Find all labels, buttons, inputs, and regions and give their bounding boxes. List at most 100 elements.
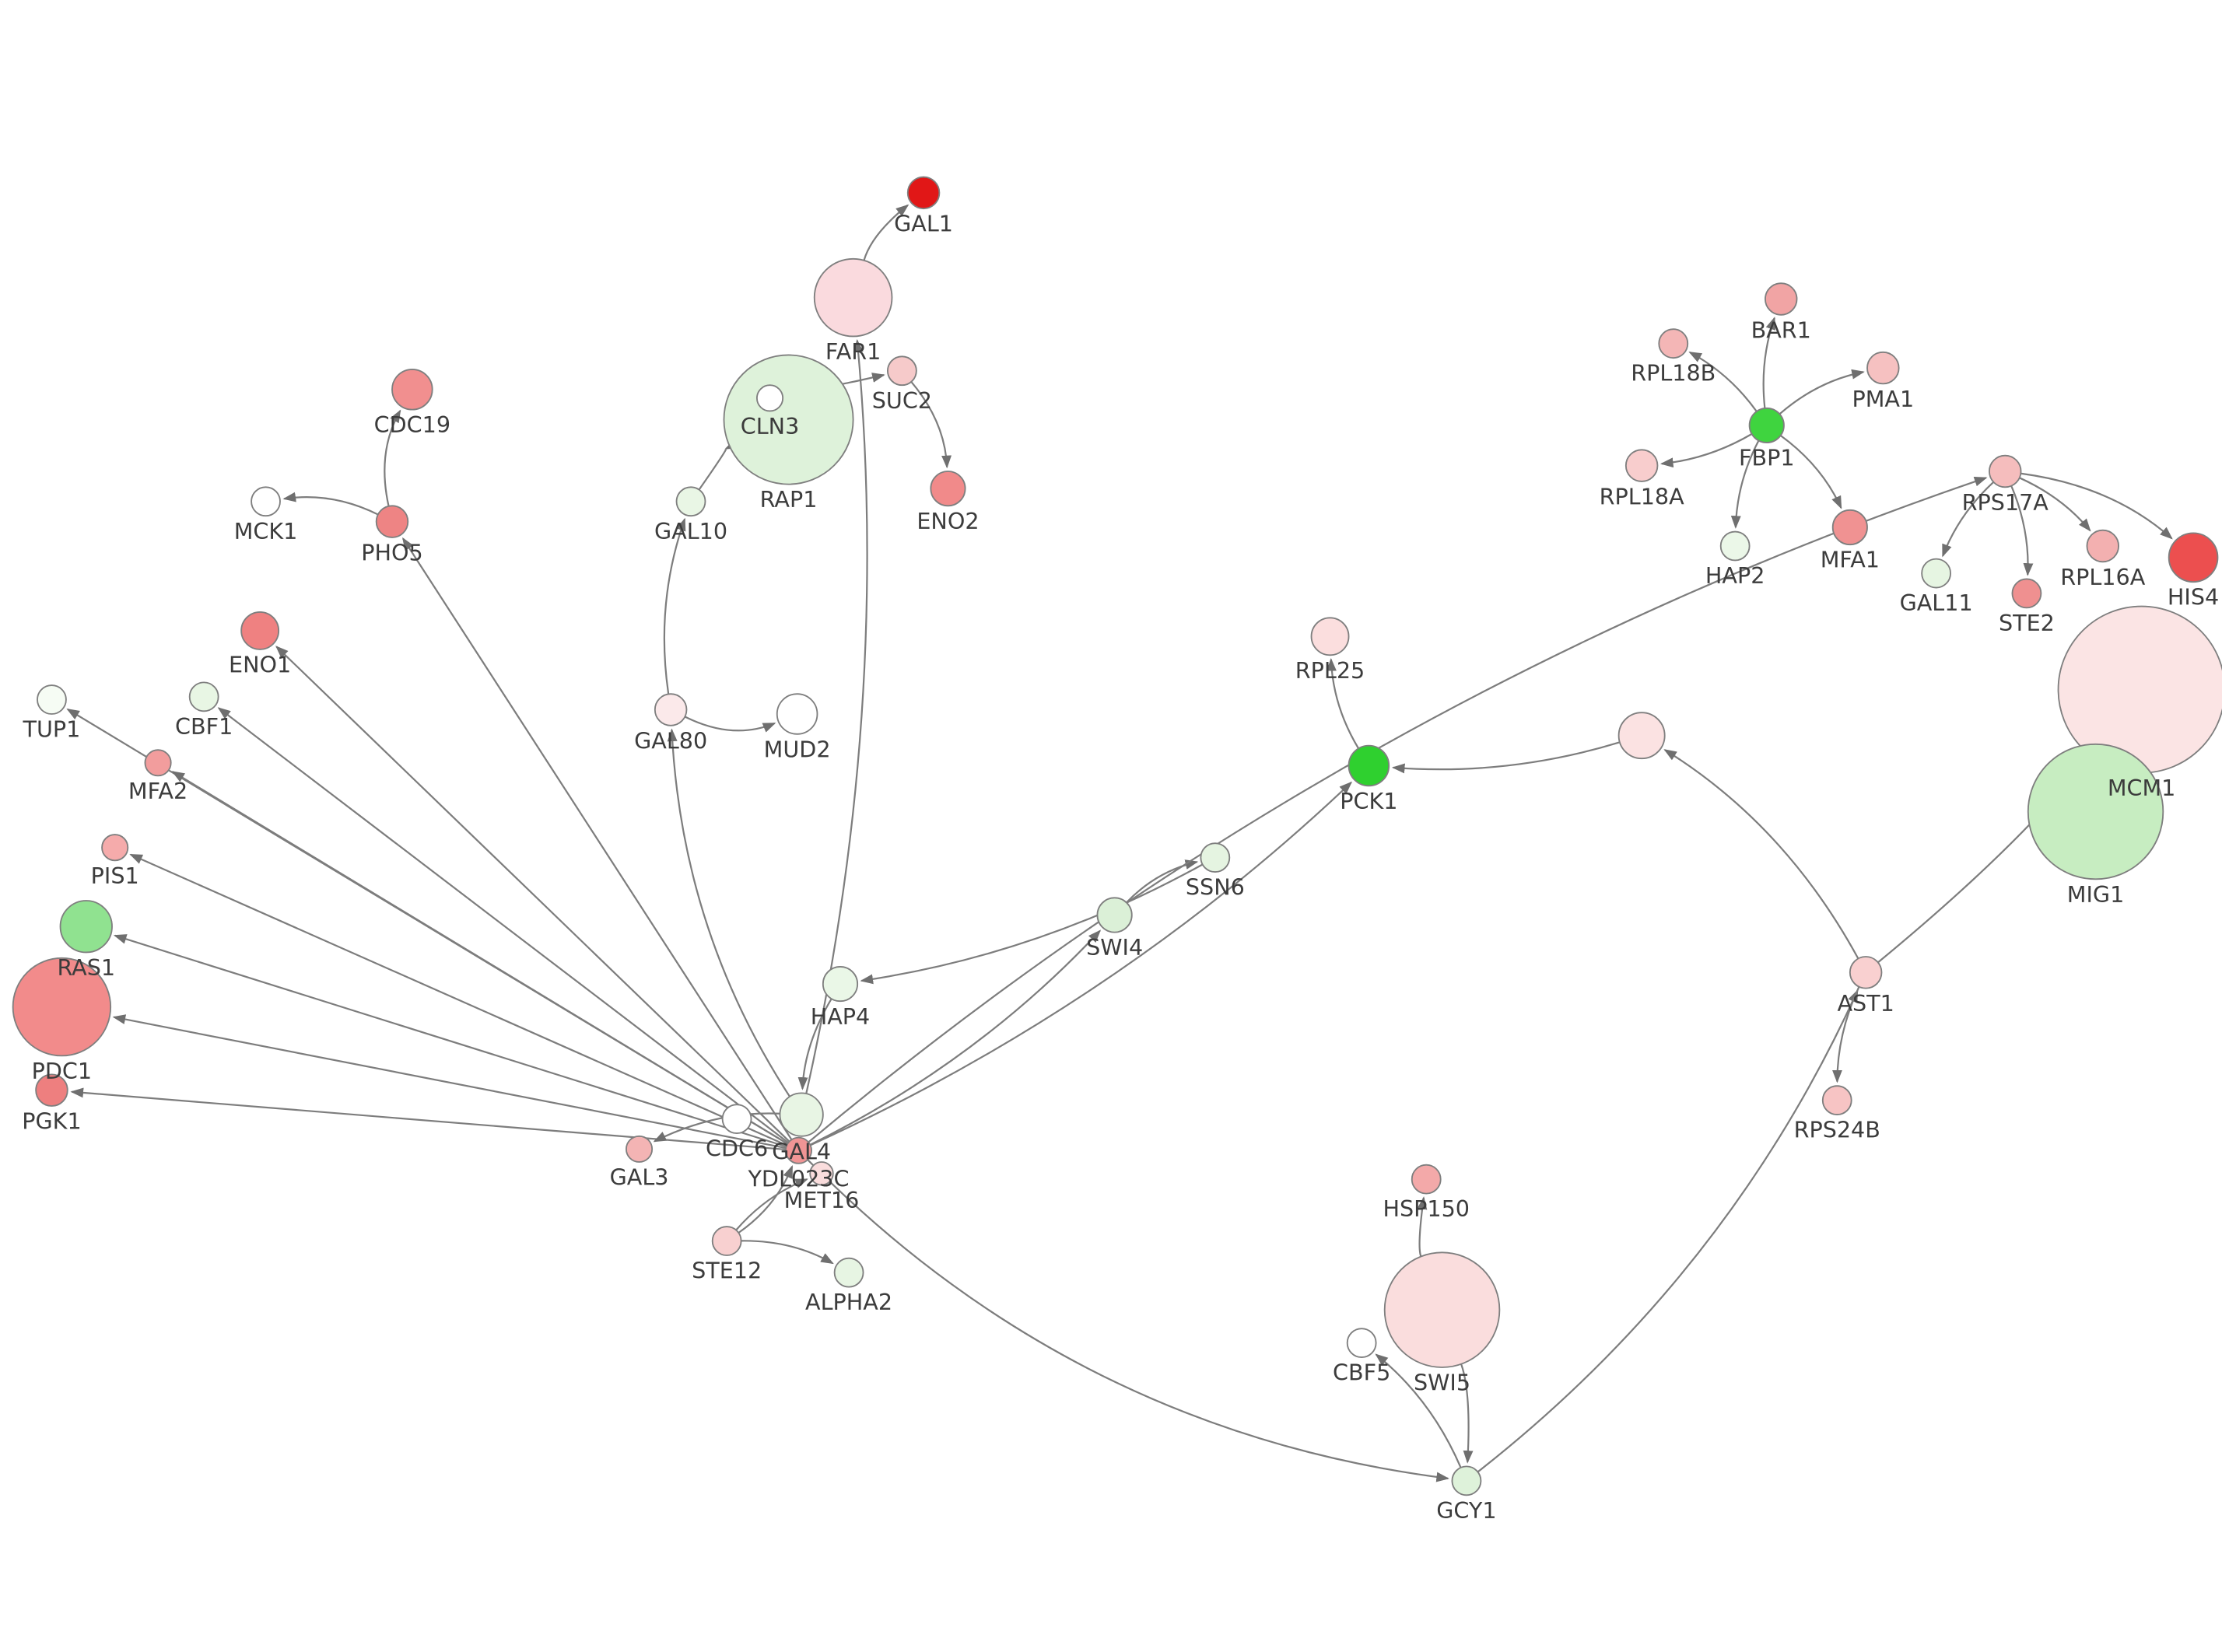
node-label-tup1: TUP1: [23, 716, 81, 743]
node-label-cbf5: CBF5: [1333, 1360, 1390, 1386]
node-label-rpl18b: RPL18B: [1631, 360, 1716, 387]
node-ssn6[interactable]: [1200, 842, 1231, 873]
node-alpha2[interactable]: [833, 1257, 864, 1288]
edge-ydl023c-pho5: [402, 537, 793, 1140]
node-rpl25[interactable]: [1310, 617, 1350, 656]
node-gal10[interactable]: [675, 486, 706, 517]
edge-swi5-gcy1: [1460, 1363, 1474, 1464]
edge-ssn6-hap4: [860, 863, 1204, 985]
node-label-hsp150: HSP150: [1383, 1195, 1470, 1222]
edge-gcy1-ast1: [1477, 989, 1859, 1473]
node-label-ras1: RAS1: [57, 954, 115, 981]
node-rpl18b[interactable]: [1658, 328, 1689, 359]
node-pck1[interactable]: [1348, 744, 1390, 787]
node-gal3[interactable]: [626, 1135, 654, 1163]
edge-unnamed1-pck1: [1391, 741, 1621, 774]
edge-pho5-mck1: [282, 492, 379, 516]
node-gal4[interactable]: [779, 1092, 824, 1137]
node-pho5[interactable]: [375, 505, 409, 538]
node-label-suc2: SUC2: [872, 387, 932, 414]
node-his4[interactable]: [2168, 532, 2219, 583]
edge-rps17a-gal11: [1942, 481, 1995, 558]
node-label-gal80: GAL80: [634, 727, 707, 754]
edge-ydl023c-mfa2: [171, 771, 788, 1145]
node-label-rpl18a: RPL18A: [1600, 483, 1684, 509]
node-ste12[interactable]: [711, 1226, 742, 1256]
node-label-far1: FAR1: [825, 338, 881, 365]
edge-gal10-rap1: [698, 439, 739, 491]
node-rpl16a[interactable]: [2086, 529, 2119, 563]
node-swi4[interactable]: [1096, 897, 1133, 933]
node-eno1[interactable]: [240, 611, 280, 650]
node-rap1[interactable]: [723, 354, 854, 485]
node-label-met16: MET16: [784, 1187, 860, 1213]
node-label-his4: HIS4: [2168, 584, 2219, 611]
node-rpl18a[interactable]: [1624, 449, 1659, 482]
node-label-mck1: MCK1: [234, 518, 298, 544]
node-label-gcy1: GCY1: [1436, 1497, 1496, 1524]
node-label-rps24b: RPS24B: [1794, 1117, 1880, 1143]
node-mig1[interactable]: [2027, 743, 2164, 880]
node-pgk1[interactable]: [35, 1073, 68, 1107]
node-label-cdc19: CDC19: [374, 411, 450, 438]
node-hap2[interactable]: [1719, 530, 1751, 562]
node-label-rpl16a: RPL16A: [2060, 564, 2145, 590]
node-cbf1[interactable]: [188, 681, 219, 712]
edge-ydl023c-eno1: [275, 646, 790, 1143]
node-label-pis1: PIS1: [91, 863, 139, 889]
node-ast1[interactable]: [1849, 956, 1883, 989]
node-label-ssn6: SSN6: [1186, 874, 1245, 901]
node-mfa1[interactable]: [1831, 509, 1868, 546]
node-gal80[interactable]: [654, 693, 688, 726]
node-label-ste12: STE12: [692, 1258, 762, 1284]
node-mud2[interactable]: [776, 693, 818, 735]
node-gal11[interactable]: [1921, 558, 1951, 589]
node-rps24b[interactable]: [1821, 1085, 1852, 1116]
node-cdc6[interactable]: [721, 1104, 752, 1135]
node-eno2[interactable]: [930, 471, 966, 507]
node-label-cln3: CLN3: [741, 413, 800, 439]
node-bar1[interactable]: [1765, 282, 1798, 316]
node-suc2[interactable]: [887, 355, 917, 387]
node-far1[interactable]: [813, 257, 893, 338]
edge-rps17a-his4: [2020, 472, 2173, 540]
node-met16[interactable]: [809, 1161, 834, 1186]
node-label-mfa2: MFA2: [128, 778, 188, 804]
edge-rap1-suc2: [841, 373, 885, 385]
node-mfa2[interactable]: [144, 749, 172, 777]
edge-gal80-mud2: [684, 716, 776, 733]
edge-far1-gal1: [863, 204, 909, 261]
node-pis1[interactable]: [101, 834, 129, 862]
node-label-ydl023c: YDL023C: [747, 1165, 849, 1192]
node-gcy1[interactable]: [1451, 1465, 1482, 1496]
edge-fbp1-pma1: [1779, 369, 1865, 415]
edge-ast1-rps24b: [1832, 986, 1860, 1083]
node-hap4[interactable]: [822, 966, 859, 1003]
node-fbp1[interactable]: [1748, 407, 1785, 443]
node-mck1[interactable]: [251, 486, 281, 517]
node-unnamed1[interactable]: [1617, 712, 1666, 760]
node-label-gal4: GAL4: [772, 1138, 831, 1164]
node-swi5[interactable]: [1383, 1251, 1501, 1368]
node-cdc19[interactable]: [391, 369, 433, 411]
node-tup1[interactable]: [37, 684, 67, 715]
node-ras1[interactable]: [59, 900, 113, 954]
node-label-hap4: HAP4: [811, 1003, 871, 1030]
node-label-gal11: GAL11: [1900, 590, 1973, 616]
node-ydl023c[interactable]: [784, 1136, 812, 1164]
node-pma1[interactable]: [1866, 351, 1900, 385]
node-ste2[interactable]: [2011, 578, 2042, 609]
edge-swi4-ssn6: [1126, 859, 1199, 904]
node-pdc1[interactable]: [12, 957, 112, 1057]
node-cbf5[interactable]: [1346, 1328, 1377, 1359]
node-label-pck1: PCK1: [1340, 788, 1397, 814]
edge-gal4-gal3: [653, 1112, 780, 1143]
edge-ydl023c-pis1: [129, 853, 787, 1146]
node-cln3[interactable]: [756, 384, 784, 412]
node-label-swi4: SWI4: [1086, 934, 1143, 961]
node-hsp150[interactable]: [1411, 1164, 1442, 1195]
node-gal1[interactable]: [906, 176, 941, 210]
node-rps17a[interactable]: [1989, 454, 2022, 488]
